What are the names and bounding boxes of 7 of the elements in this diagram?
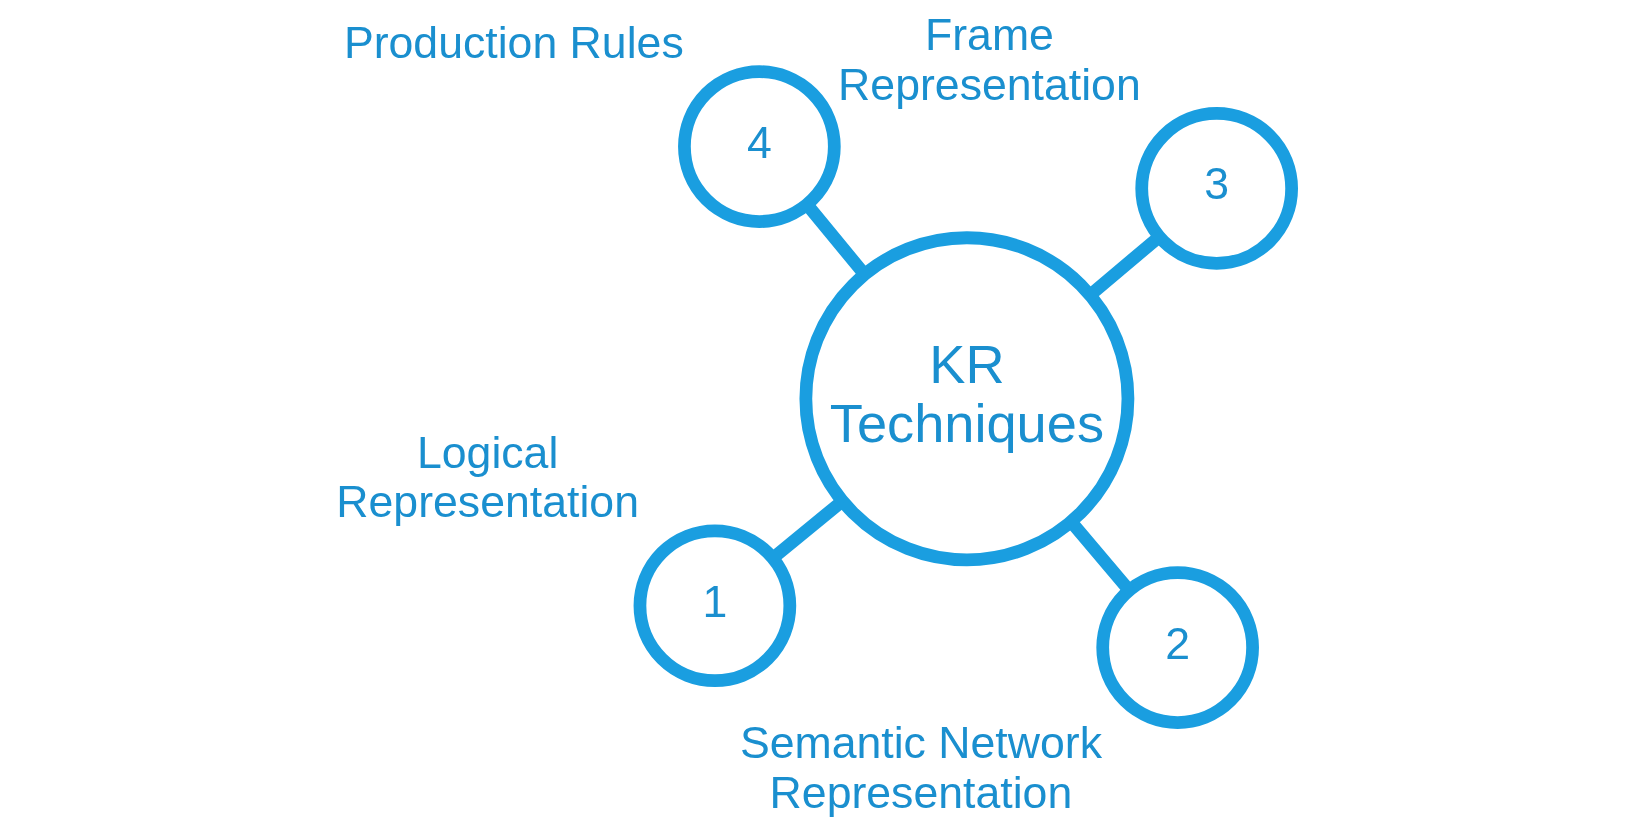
node-circle: 4	[677, 65, 841, 228]
node-circle: 3	[1134, 107, 1298, 270]
node-circle: 1	[633, 524, 796, 688]
node-circle: 2	[1095, 566, 1259, 729]
node-label: Logical Representation	[335, 427, 639, 527]
node-circle: KR Techniques	[798, 231, 1134, 567]
node-label: Production Rules	[343, 17, 684, 67]
